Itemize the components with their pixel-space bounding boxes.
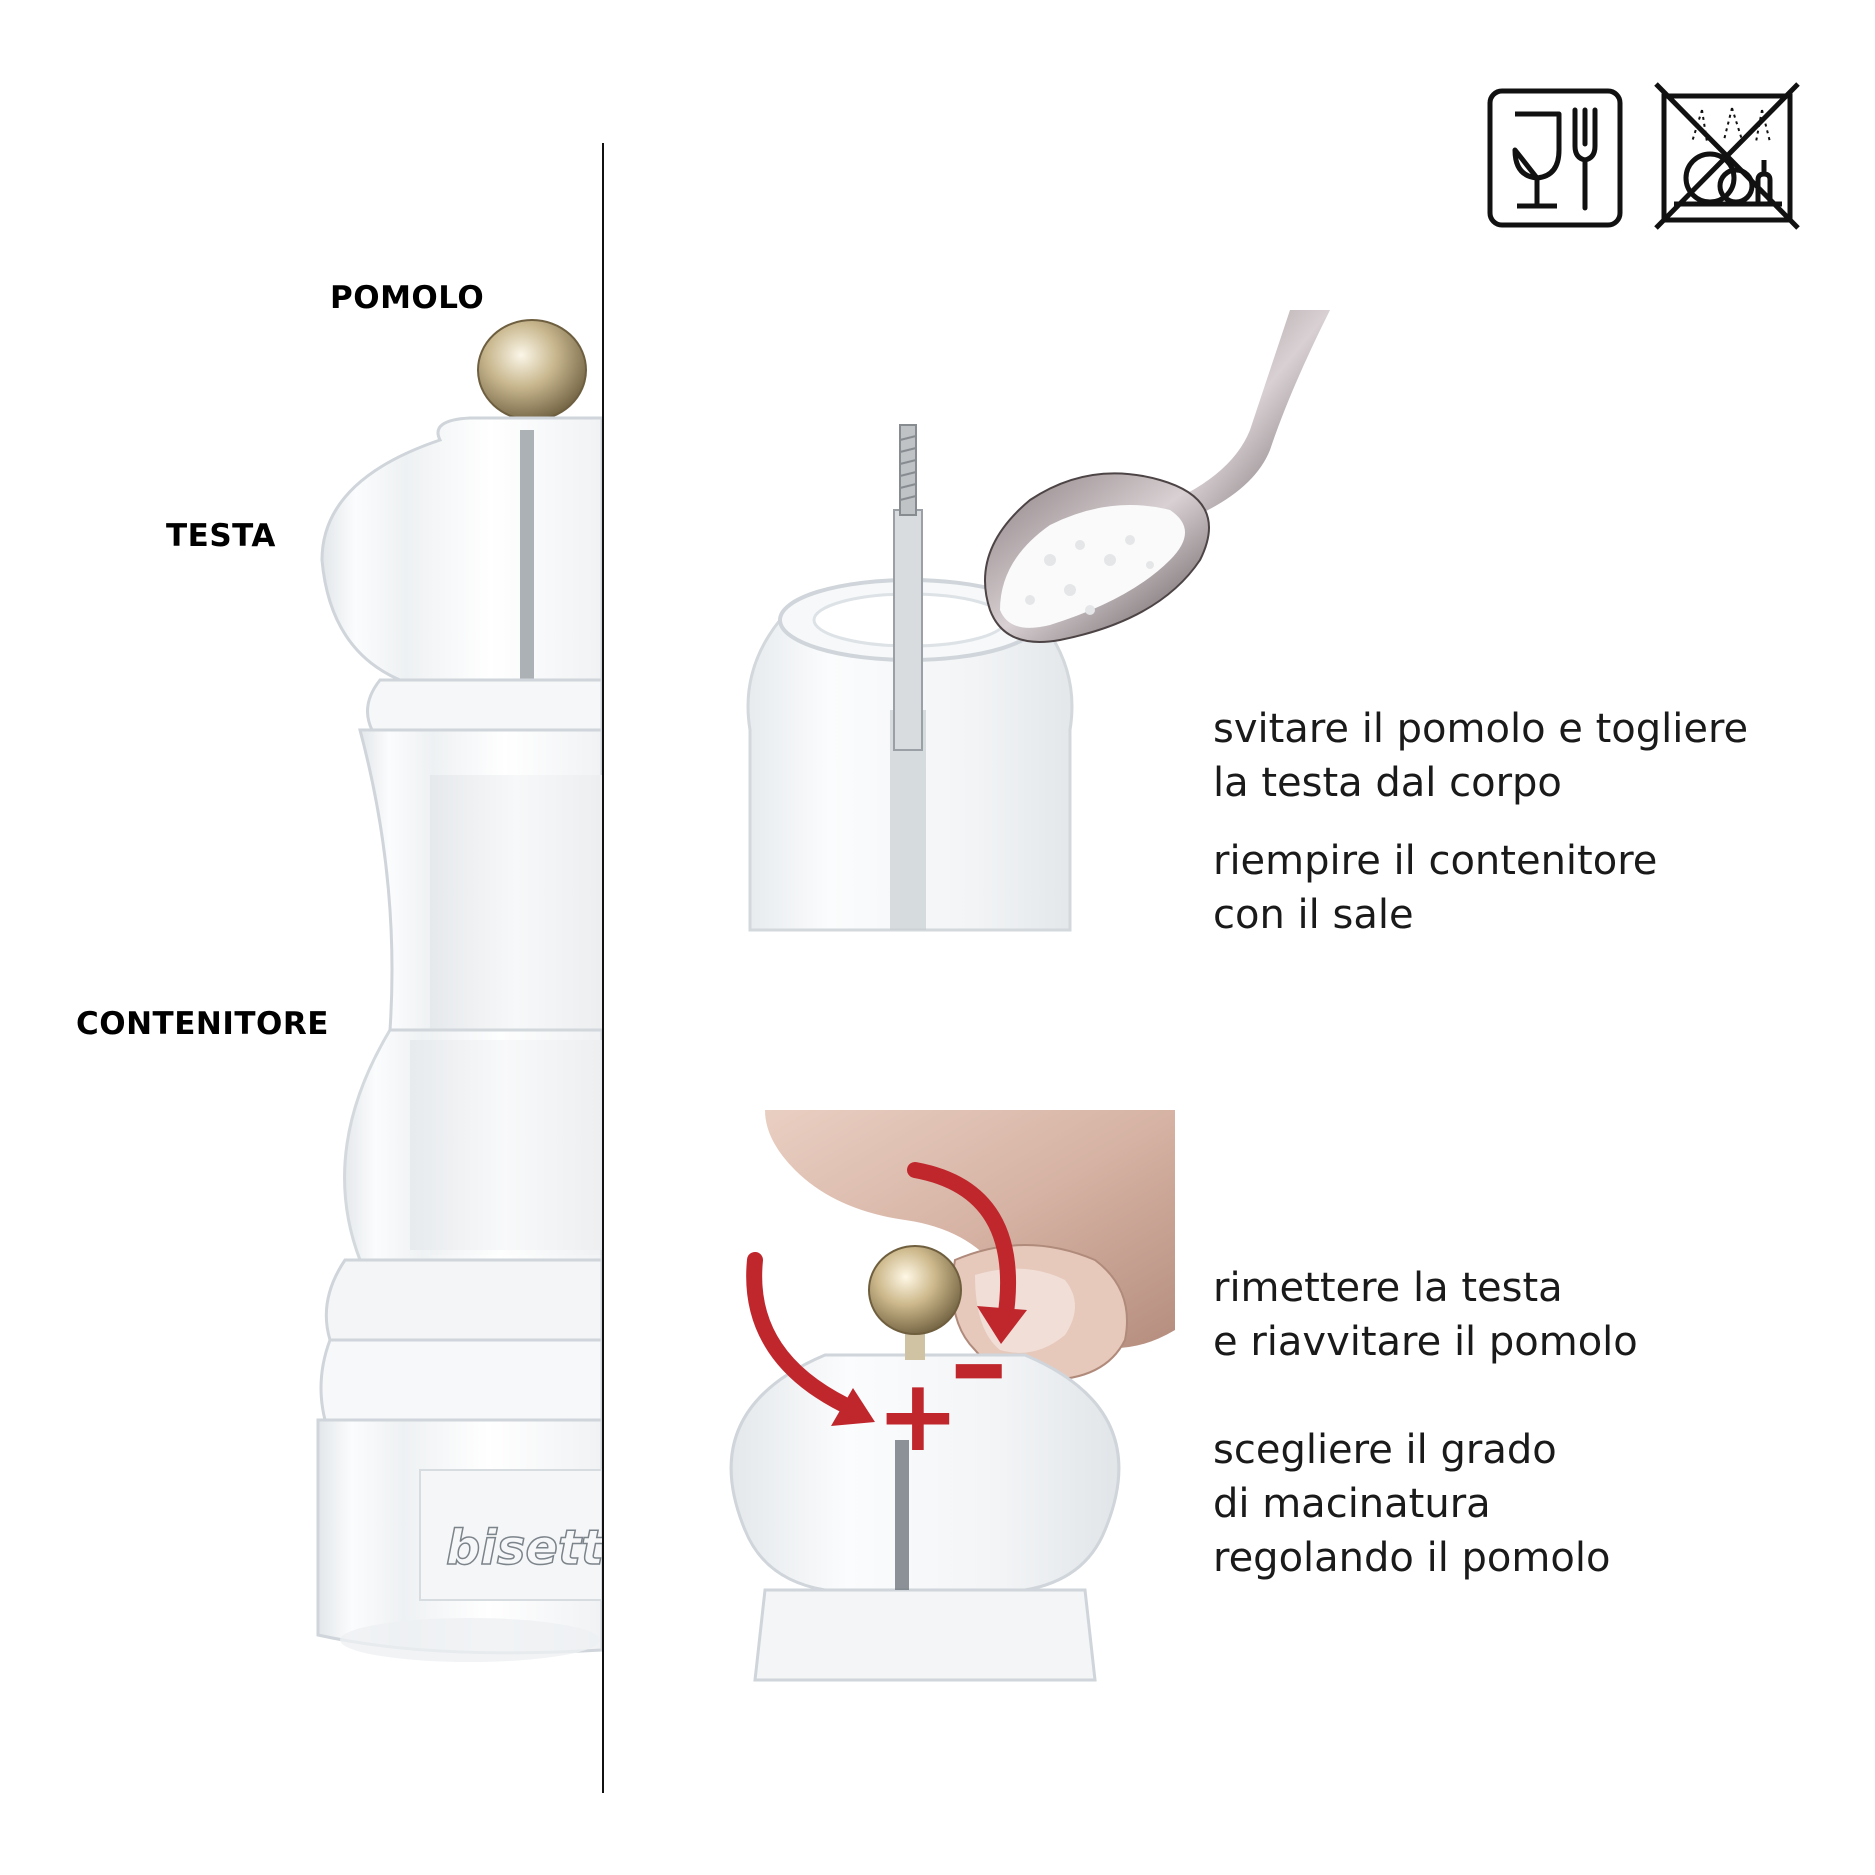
adjust-knob-illustration — [729, 1110, 1175, 1682]
step-1-text: svitare il pomolo e togliere la testa da… — [1213, 706, 1749, 806]
food-safe-icon — [1487, 88, 1623, 228]
step-3-text: rimettere la testa e riavvitare il pomol… — [1213, 1265, 1638, 1365]
step-2-text: riempire il contenitore con il sale — [1213, 838, 1658, 938]
brand-logo: bisetti — [446, 1520, 602, 1576]
salt-mill-illustration — [316, 319, 602, 1662]
vertical-divider — [602, 143, 604, 1793]
plus-sign: + — [876, 1357, 960, 1474]
fill-salt-illustration — [746, 310, 1330, 932]
no-dishwasher-icon — [1654, 82, 1800, 230]
minus-sign: - — [947, 1307, 1010, 1424]
label-head: TESTA — [166, 518, 276, 554]
label-container: CONTENITORE — [76, 1006, 329, 1042]
label-knob: POMOLO — [330, 280, 485, 316]
step-4-text: scegliere il grado di macinatura regolan… — [1213, 1427, 1611, 1581]
